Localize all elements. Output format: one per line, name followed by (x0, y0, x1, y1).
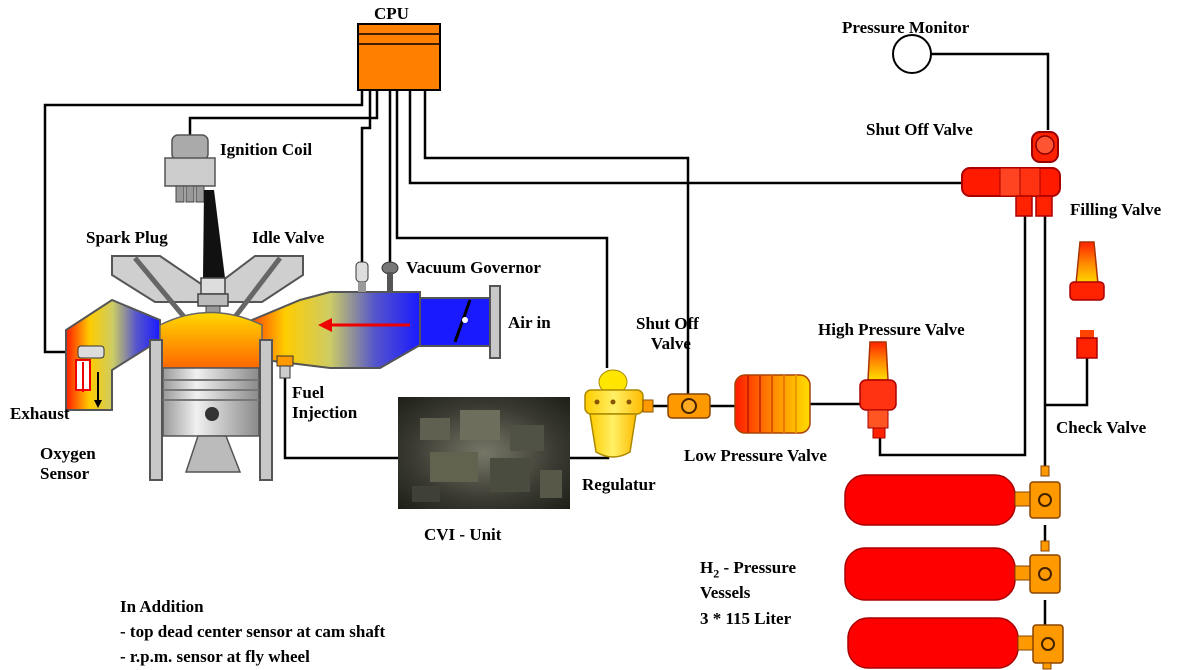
pressure-monitor-label: Pressure Monitor (842, 18, 970, 37)
vacuum-governor-label: Vacuum Governor (406, 258, 541, 277)
cylinder-wall-right (259, 339, 273, 481)
notes-item: - r.p.m. sensor at fly wheel (120, 647, 310, 666)
cpu-label: CPU (374, 4, 409, 23)
combustion-chamber (159, 311, 263, 369)
regulatur-label: Regulatur (582, 475, 656, 494)
spark-plug-label: Spark Plug (86, 228, 168, 247)
cylinder-wall-left (149, 339, 163, 481)
vessel-valve-3 (1032, 624, 1064, 664)
additional-notes: In Addition - top dead center sensor at … (120, 594, 385, 669)
piston (162, 367, 260, 473)
filling-valve-label: Filling Valve (1070, 200, 1162, 219)
pressure-vessels (844, 465, 1064, 670)
low-pressure-valve (734, 374, 811, 434)
pressure-vessel-2 (844, 547, 1016, 601)
vacuum-governor (381, 261, 399, 292)
ignition-coil (164, 134, 216, 203)
fuel-injection-label: Fuel Injection (292, 383, 358, 422)
air-intake (419, 285, 501, 359)
idle-valve (355, 261, 369, 292)
fuel-injector (276, 355, 294, 379)
cpu-unit (357, 23, 441, 91)
cvi-unit-label: CVI - Unit (424, 525, 502, 544)
shut-off-valve-top (961, 131, 1061, 197)
pressure-vessel-3 (847, 617, 1019, 669)
high-pressure-valve-label: High Pressure Valve (818, 320, 965, 339)
notes-title: In Addition (120, 597, 204, 616)
shut-off-valve-mid-label: Shut Off Valve (636, 314, 699, 353)
pressure-vessel-1 (844, 474, 1016, 526)
low-pressure-valve-label: Low Pressure Valve (684, 446, 827, 465)
vessel-valve-1 (1029, 481, 1061, 519)
ignition-lead (203, 190, 225, 278)
shut-off-valve-mid (667, 393, 711, 419)
exhaust-arrow (94, 372, 102, 408)
check-valve (1069, 241, 1105, 359)
air-in-label: Air in (508, 313, 551, 332)
pressure-vessels-label: H2 - Pressure Vessels 3 * 115 Liter (700, 558, 797, 629)
ignition-coil-label: Ignition Coil (220, 140, 313, 159)
notes-item: - top dead center sensor at cam shaft (120, 622, 386, 641)
oxygen-sensor-label: Oxygen Sensor (40, 444, 96, 483)
oxygen-sensor (75, 345, 105, 392)
check-valve-label: Check Valve (1056, 418, 1147, 437)
idle-valve-label: Idle Valve (252, 228, 325, 247)
filling-valve (1015, 195, 1053, 217)
regulator (584, 369, 654, 458)
vessel-valve-2 (1029, 554, 1061, 594)
cvi-unit (398, 397, 570, 509)
shut-off-valve-top-label: Shut Off Valve (866, 120, 973, 139)
exhaust-label: Exhaust (10, 404, 70, 423)
flow-arrow (318, 318, 410, 332)
pressure-monitor-gauge (892, 34, 932, 74)
wiring (43, 52, 1089, 625)
high-pressure-valve (859, 341, 897, 439)
